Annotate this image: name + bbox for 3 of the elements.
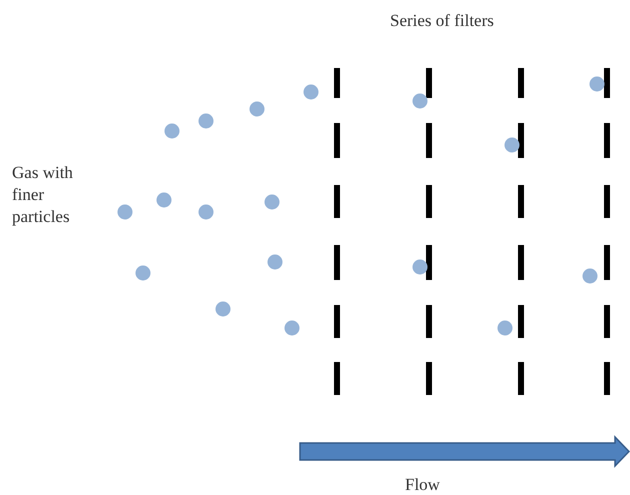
stream-label: Gas with finer particles bbox=[12, 162, 74, 228]
heading: Series of filters bbox=[390, 10, 495, 32]
flow-label: Flow bbox=[405, 474, 441, 495]
